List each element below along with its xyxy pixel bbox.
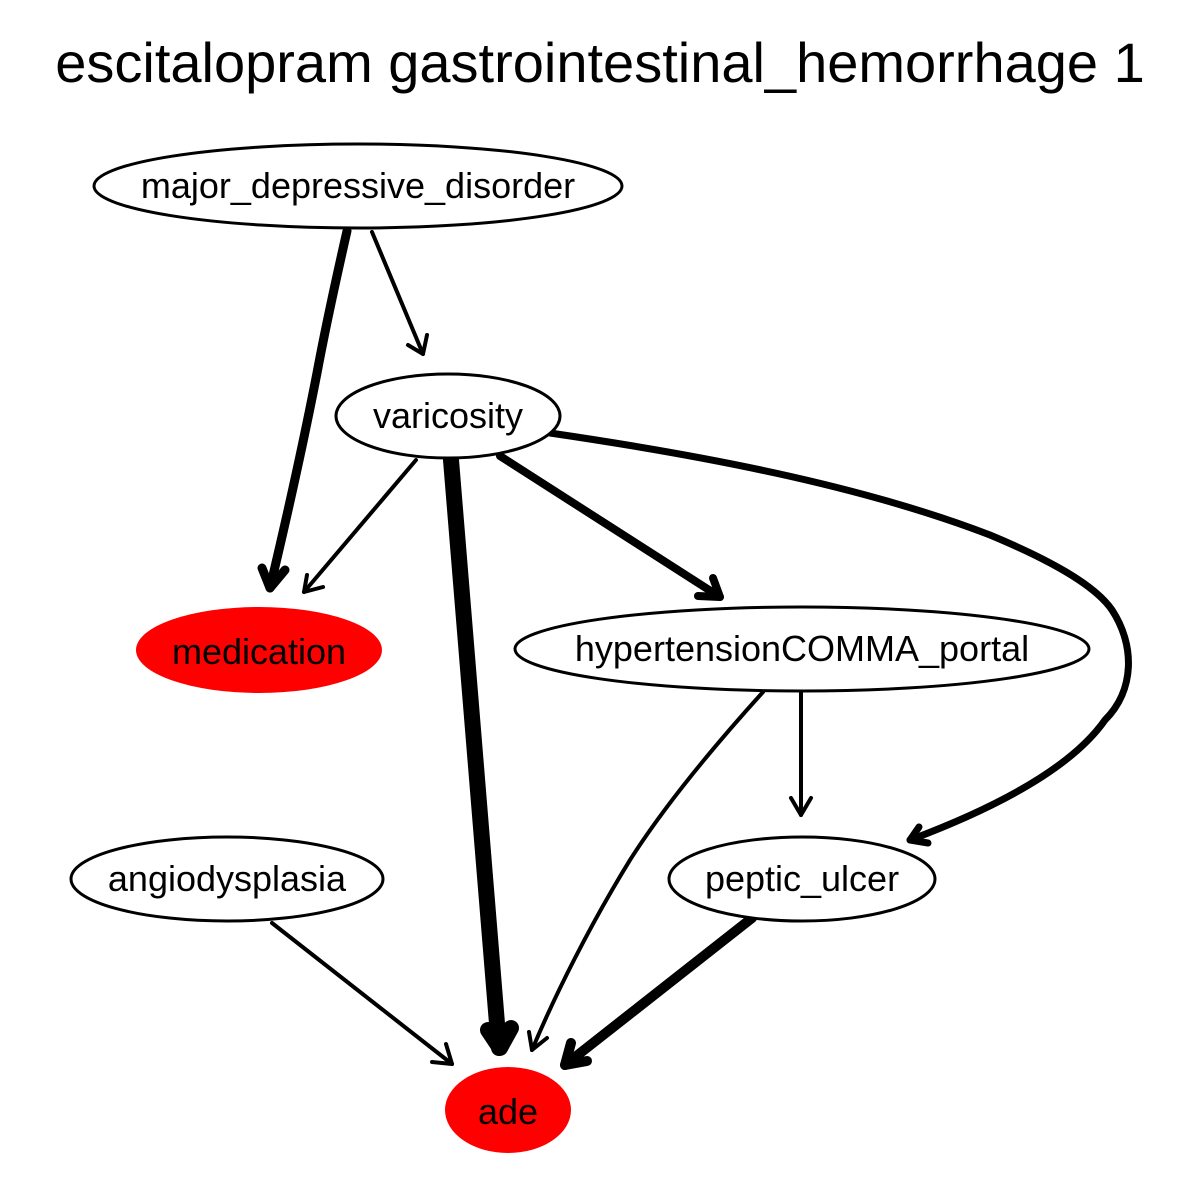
edge-varicosity-to-medication (302, 458, 418, 594)
graph-title: escitalopram gastrointestinal_hemorrhage… (55, 31, 1144, 94)
edge-hypertension-portal-to-ade (527, 690, 765, 1052)
node-ellipse (69, 835, 385, 923)
node-peptic-ulcer: peptic_ulcer (667, 835, 937, 923)
node-angiodysplasia: angiodysplasia (69, 835, 385, 923)
node-ellipse (334, 372, 562, 460)
node-hypertension-portal: hypertensionCOMMA_portal (513, 605, 1091, 693)
node-varicosity: varicosity (334, 372, 562, 460)
node-ellipse (667, 835, 937, 923)
node-label-major-depressive-disorder: major_depressive_disorder (141, 165, 575, 206)
edge-peptic-ulcer-to-ade (560, 913, 757, 1070)
node-ade: ade (445, 1067, 571, 1153)
node-label-ade: ade (478, 1091, 538, 1132)
nodes-layer: major_depressive_disorder varicosity med… (69, 142, 1091, 1153)
node-label-varicosity: varicosity (373, 395, 523, 436)
edge-major-depressive-disorder-to-varicosity (370, 230, 429, 356)
edges-layer (257, 226, 1132, 1070)
node-ellipse (513, 605, 1091, 693)
node-ellipse (136, 607, 382, 693)
edge-angiodysplasia-to-ade (270, 921, 454, 1066)
edge-hypertension-portal-to-peptic-ulcer (789, 691, 813, 817)
edge-major-depressive-disorder-to-medication (257, 226, 352, 593)
node-ellipse (445, 1067, 571, 1153)
node-label-peptic-ulcer: peptic_ulcer (705, 858, 899, 899)
node-medication: medication (136, 607, 382, 693)
node-major-depressive-disorder: major_depressive_disorder (92, 142, 624, 230)
edge-varicosity-to-hypertension-portal (496, 452, 724, 601)
edge-varicosity-to-ade (443, 452, 519, 1056)
node-label-hypertension-portal: hypertensionCOMMA_portal (575, 628, 1029, 669)
node-ellipse (92, 142, 624, 230)
edge-varicosity-to-peptic-ulcer (546, 429, 1132, 847)
node-label-medication: medication (172, 631, 346, 672)
node-label-angiodysplasia: angiodysplasia (108, 858, 347, 899)
